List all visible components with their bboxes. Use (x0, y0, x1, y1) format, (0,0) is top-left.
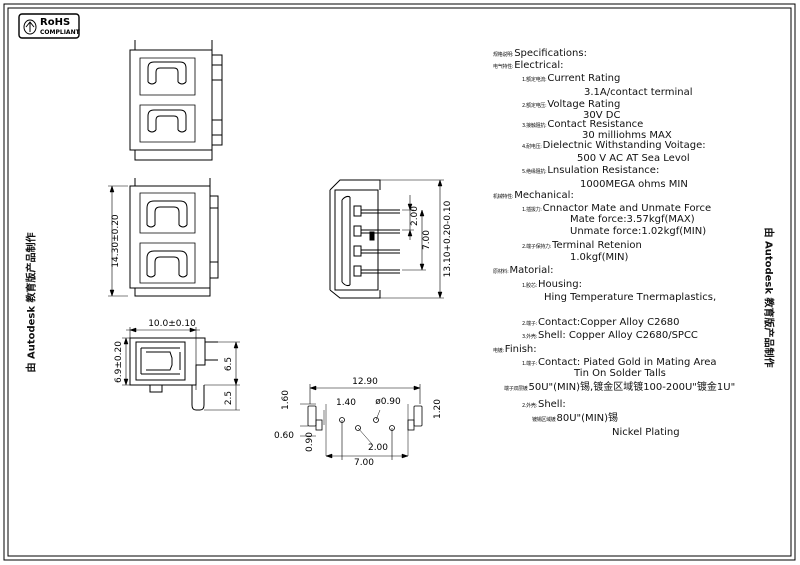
spec-line: 1.胶芯:Housing: (522, 279, 582, 290)
dim-pin-len: 6.5 (224, 357, 234, 371)
dim-pcb-e: 0.90 (305, 432, 315, 452)
dim-pcb-hole: ø0.90 (375, 397, 401, 407)
side-view-drawing (329, 179, 444, 299)
spec-line: 电气特性:Electrical: (493, 60, 564, 71)
spec-line: 30 milliohms MAX (582, 130, 672, 141)
spec-line: 500 V AC AT Sea Levol (577, 153, 690, 164)
inner-border (7, 7, 792, 557)
spec-line: 3.外壳:Shell: Copper Alloy C2680/SPCC (522, 330, 698, 341)
spec-line: 3.1A/contact terminal (584, 87, 693, 98)
dim-pcb-width: 12.90 (352, 377, 378, 387)
dim-pin-tip: 2.5 (224, 391, 234, 405)
dim-span-side: 7.00 (422, 230, 432, 250)
dim-height-side: 13.10+0.20-0.10 (443, 200, 453, 277)
dim-pcb-span: 7.00 (354, 458, 374, 468)
dim-pcb-c: 1.20 (433, 399, 443, 419)
spec-line: 2.额定电压:Voltage Rating (522, 99, 621, 110)
front-view-drawing (108, 178, 219, 297)
spec-line: 原材料:Matorial: (493, 265, 554, 276)
spec-line: 电镀:Finish: (493, 344, 537, 355)
dim-width-bottom: 10.0±0.10 (148, 319, 196, 329)
spec-line: Tin On Solder Talls (574, 368, 666, 379)
dim-pcb-a: 1.60 (281, 390, 291, 410)
dim-pcb-b: 1.40 (336, 398, 356, 408)
spec-line: 4.耐电压:Dielectnic Withstanding Voitage: (522, 140, 706, 151)
spec-line: 1.额定电流:Current Rating (522, 73, 621, 84)
watermark-right: 由 Autodesk 教育版产品制作 (762, 227, 774, 368)
dim-height-bottom: 6.9±0.20 (114, 341, 124, 383)
spec-line: 30V DC (583, 110, 621, 121)
spec-line: Unmate force:1.02kgf(MIN) (570, 226, 707, 237)
spec-line: 机械特性:Mechanical: (493, 190, 574, 201)
spec-line: 2.端子保持力:Terminal Retenion (522, 240, 642, 251)
pcb-footprint-drawing (300, 384, 423, 460)
dim-pcb-d: 0.60 (274, 431, 294, 441)
spec-line: 镀锡区域镀80U"(MIN)锡 (532, 413, 619, 424)
top-view-drawing (129, 40, 223, 161)
outer-border (3, 3, 796, 561)
dim-pcb-pitch: 2.00 (368, 443, 388, 453)
rohs-compliant-text: COMPLIANT (40, 29, 81, 36)
spec-line: Nickel Plating (612, 427, 680, 438)
rohs-logo-text: RoHS (40, 17, 70, 28)
spec-line: 1.0kgf(MIN) (570, 252, 629, 263)
spec-line: 5.绝缘阻抗:Lnsulation Resistance: (522, 165, 660, 176)
spec-line: 3.接触阻抗:Contact Resistance (522, 119, 644, 130)
spec-line: 端子双层镀50U"(MIN)锡,镀金区域镀100-200U"镀金1U" (504, 382, 736, 393)
watermark-left: 由 Autodesk 教育版产品制作 (26, 232, 38, 373)
spec-line: Mate force:3.57kgf(MAX) (570, 214, 695, 225)
spec-line: 2.外壳:Shell: (522, 399, 566, 410)
rohs-logo (18, 13, 80, 39)
spec-line: 规格说明:Specifications: (493, 48, 587, 59)
dim-height-total: 14.30±0.20 (111, 214, 121, 268)
dim-pitch-side: 2.00 (410, 206, 420, 226)
bottom-view-drawing (122, 327, 240, 411)
spec-line: 1.端子:Contact: Piated Gold in Mating Area (522, 357, 717, 368)
spec-line: 2.端子:Contact:Copper Alloy C2680 (522, 317, 680, 328)
spec-line: 1.插拔力:Cnnactor Mate and Unmate Force (522, 203, 712, 214)
spec-line: 1000MEGA ohms MIN (580, 179, 688, 190)
spec-line: Hing Temperature Tnermaplastics, (544, 292, 717, 303)
